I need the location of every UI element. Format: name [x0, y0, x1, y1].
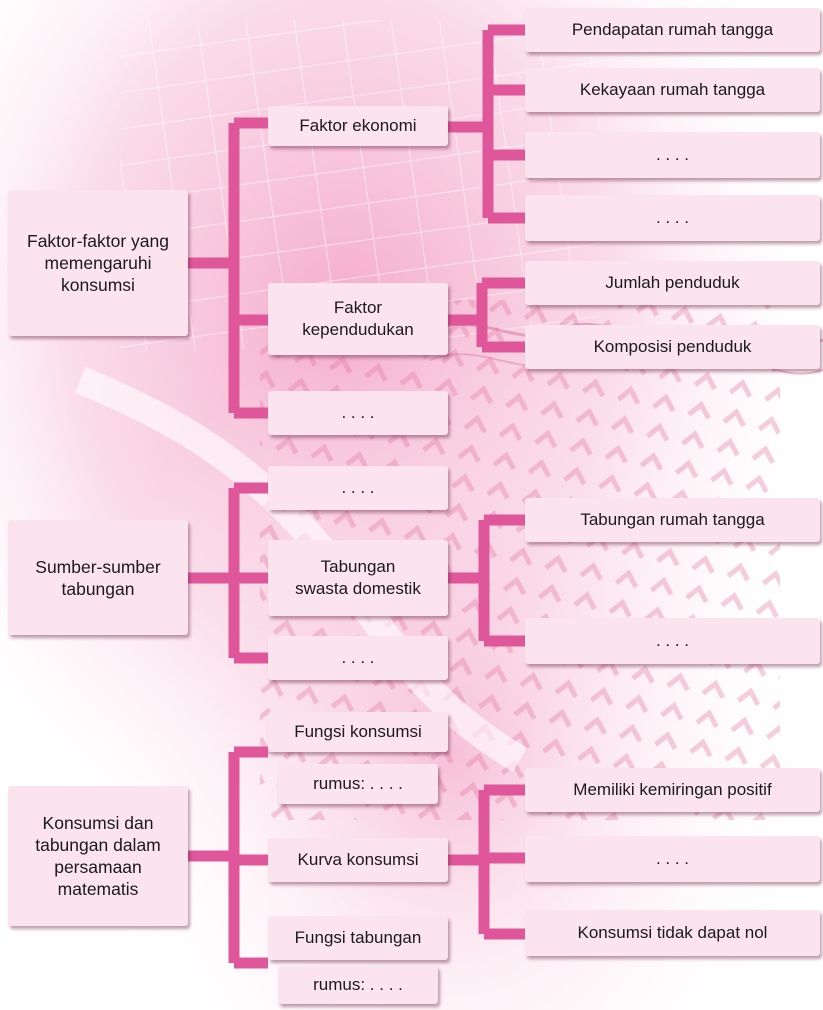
leaf-kekayaan: Kekayaan rumah tangga: [525, 68, 820, 112]
node-label: Faktor ekonomi: [299, 116, 417, 135]
root-label: Faktor-faktor yang memengaruhi konsumsi: [27, 231, 169, 295]
leaf-konsumsi-tidak-nol: Konsumsi tidak dapat nol: [525, 910, 820, 956]
leaf-label: Pendapatan rumah tangga: [571, 20, 774, 39]
node-label: rumus: . . . .: [313, 975, 403, 994]
leaf-label: . . . .: [655, 208, 690, 227]
node-faktor-ekonomi: Faktor ekonomi: [268, 106, 448, 146]
leaf-blank-ekonomi-2: . . . .: [525, 195, 820, 241]
node-label: Tabungan swasta domestik: [295, 557, 421, 598]
node-blank-s2-top: . . . .: [268, 466, 448, 510]
leaf-kemiringan-positif: Memiliki kemiringan positif: [525, 768, 820, 812]
root-box-faktor-konsumsi: Faktor-faktor yang memengaruhi konsumsi: [8, 190, 188, 336]
root-label: Sumber-sumber tabungan: [35, 556, 161, 599]
leaf-label: . . . .: [655, 631, 690, 650]
leaf-label: Tabungan rumah tangga: [580, 510, 765, 529]
node-rumus-tabungan: rumus: . . . .: [278, 966, 438, 1004]
node-blank-s1: . . . .: [268, 391, 448, 435]
leaf-label: . . . .: [655, 849, 690, 868]
leaf-label: . . . .: [655, 145, 690, 164]
node-faktor-kependudukan: Faktor kependudukan: [268, 283, 448, 355]
node-label: rumus: . . . .: [313, 774, 403, 793]
root-label: Konsumsi dan tabungan dalam persamaan ma…: [35, 813, 161, 899]
node-fungsi-konsumsi: Fungsi konsumsi: [268, 712, 448, 752]
node-label: . . . .: [341, 478, 375, 497]
node-tabungan-swasta: Tabungan swasta domestik: [268, 540, 448, 616]
node-label: . . . .: [341, 403, 375, 422]
node-label: Fungsi tabungan: [294, 928, 422, 947]
node-fungsi-tabungan: Fungsi tabungan: [268, 916, 448, 960]
leaf-blank-ekonomi-1: . . . .: [525, 132, 820, 178]
node-label: Kurva konsumsi: [297, 850, 419, 869]
node-rumus-konsumsi: rumus: . . . .: [278, 764, 438, 804]
root-box-persamaan-matematis: Konsumsi dan tabungan dalam persamaan ma…: [8, 786, 188, 926]
leaf-blank-kurva: . . . .: [525, 836, 820, 882]
leaf-komposisi-penduduk: Komposisi penduduk: [525, 325, 820, 369]
node-label: . . . .: [341, 648, 375, 667]
leaf-label: Konsumsi tidak dapat nol: [577, 923, 768, 942]
node-label: Fungsi konsumsi: [294, 722, 422, 741]
leaf-tabungan-rumah-tangga: Tabungan rumah tangga: [525, 498, 820, 542]
root-box-sumber-tabungan: Sumber-sumber tabungan: [8, 520, 188, 635]
node-blank-s2-bottom: . . . .: [268, 636, 448, 680]
leaf-label: Kekayaan rumah tangga: [579, 80, 766, 99]
node-kurva-konsumsi: Kurva konsumsi: [268, 838, 448, 882]
leaf-blank-swasta: . . . .: [525, 618, 820, 664]
leaf-pendapatan: Pendapatan rumah tangga: [525, 8, 820, 52]
leaf-label: Memiliki kemiringan positif: [573, 780, 772, 799]
node-label: Faktor kependudukan: [302, 298, 414, 339]
leaf-label: Komposisi penduduk: [593, 337, 752, 356]
leaf-label: Jumlah penduduk: [605, 273, 740, 292]
leaf-jumlah-penduduk: Jumlah penduduk: [525, 261, 820, 305]
